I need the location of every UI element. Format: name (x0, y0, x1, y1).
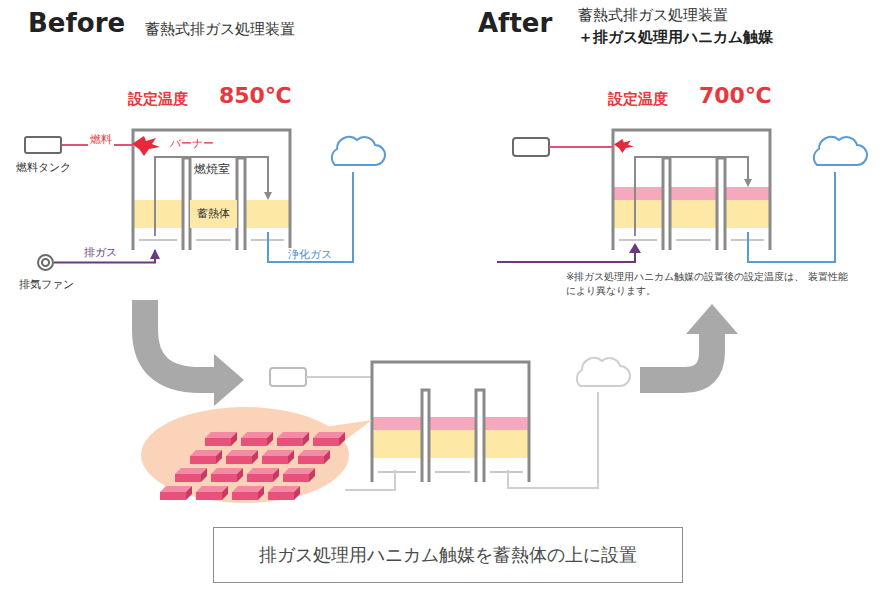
section-heading: Before (28, 8, 125, 39)
device-addition: ＋排ガス処理用ハニカム触媒 (578, 28, 773, 46)
temperature-value: 850℃ (219, 83, 292, 109)
caption-box: 排ガス処理用ハニカム触媒を蓄熱体の上に設置 (213, 527, 683, 583)
edge-label: 燃料 (88, 133, 114, 146)
node-label: 蓄熱体 (197, 207, 230, 220)
setting-label: 設定温度 (128, 90, 188, 108)
edge-label: 排ガス (82, 246, 119, 259)
heat-storage-band: 蓄熱体 (190, 200, 237, 228)
node-label: 燃焼室 (192, 162, 232, 176)
note: ※排ガス処理用ハニカム触媒の設置後の設定温度は、 装置性能により異なります。 (566, 270, 851, 297)
burner-label: バーナー (168, 137, 216, 150)
device-name: 蓄熱式排ガス処理装置 (145, 20, 295, 38)
fuel-tank: 燃料タンク (24, 136, 62, 154)
transition-illustration (141, 300, 738, 503)
before-device (132, 130, 385, 262)
temperature-value: 700℃ (699, 83, 772, 109)
clean-gas-label: 浄化ガス (286, 248, 334, 261)
exhaust-fan: 排気ファン (37, 254, 54, 271)
node-label: 燃料タンク (16, 161, 71, 174)
after-device (497, 130, 867, 262)
setting-label: 設定温度 (608, 90, 668, 108)
node-label: 排ガス処理用ハニカム触媒を蓄熱体の上に設置 (259, 544, 637, 566)
node-label: 排気ファン (19, 278, 74, 291)
device-name: 蓄熱式排ガス処理装置 (578, 6, 728, 24)
section-heading: After (478, 8, 552, 39)
